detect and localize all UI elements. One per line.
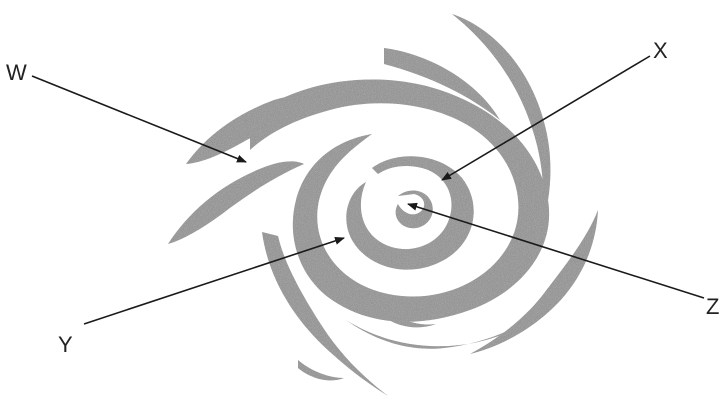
spiral-arm-left: [168, 161, 304, 244]
storm-spiral: [168, 14, 598, 396]
label-x: X: [653, 38, 668, 63]
label-w: W: [6, 60, 27, 85]
label-z: Z: [706, 294, 719, 319]
spiral-fragment-bottom-tail: [298, 360, 344, 380]
pointer-arrow-w: [32, 76, 246, 162]
label-y: Y: [58, 332, 73, 357]
